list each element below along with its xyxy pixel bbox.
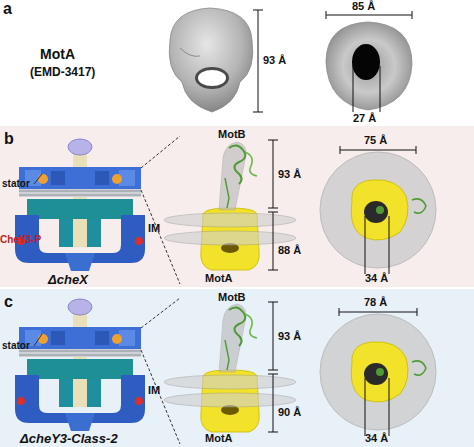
dimension-label: 88 Å	[278, 244, 301, 256]
part-label: stator	[2, 178, 30, 189]
map-id-label: (EMD-3417)	[30, 65, 95, 79]
part-label: CheY3-P	[0, 234, 41, 245]
strain-label: ΔcheX	[48, 272, 88, 287]
membrane-label: IM	[148, 384, 160, 396]
motor-model	[15, 139, 145, 271]
dimension-label: 93 Å	[278, 168, 301, 180]
dimension-label: 85 Å	[352, 0, 375, 12]
dimension-label: 75 Å	[364, 134, 387, 146]
panel-letter: b	[4, 130, 14, 148]
dimension-label: 27 Å	[353, 112, 376, 124]
mota-top-density	[326, 22, 412, 110]
membrane-label: IM	[148, 222, 160, 234]
motor-model	[15, 299, 145, 431]
dimension-line	[326, 11, 412, 112]
protein-label: MotB	[218, 291, 246, 303]
dimension-label: 78 Å	[364, 296, 387, 308]
protein-label: MotA	[205, 432, 233, 444]
dimension-label: 34 Å	[365, 272, 388, 284]
leader-line	[34, 136, 180, 284]
stator-top-view	[320, 152, 436, 274]
panel-letter: a	[3, 0, 12, 18]
protein-label: MotB	[218, 128, 246, 140]
part-label: stator	[2, 340, 30, 351]
dimension-line	[253, 10, 263, 112]
dimension-label: 90 Å	[278, 406, 301, 418]
mota-side-density	[169, 8, 253, 112]
protein-label: MotA	[205, 272, 233, 284]
panel-letter: c	[4, 293, 13, 311]
leader-line	[34, 298, 180, 444]
dimension-label: 93 Å	[263, 54, 286, 66]
dimension-line	[339, 308, 417, 316]
dimension-label: 93 Å	[278, 330, 301, 342]
stator-top-view	[320, 314, 436, 436]
stator-side-view	[164, 140, 296, 270]
protein-label: MotA	[40, 46, 75, 62]
dimension-label: 34 Å	[365, 432, 388, 444]
dimension-line	[340, 146, 416, 154]
strain-label: ΔcheY3-Class-2	[20, 431, 118, 446]
stator-side-view	[164, 302, 296, 432]
